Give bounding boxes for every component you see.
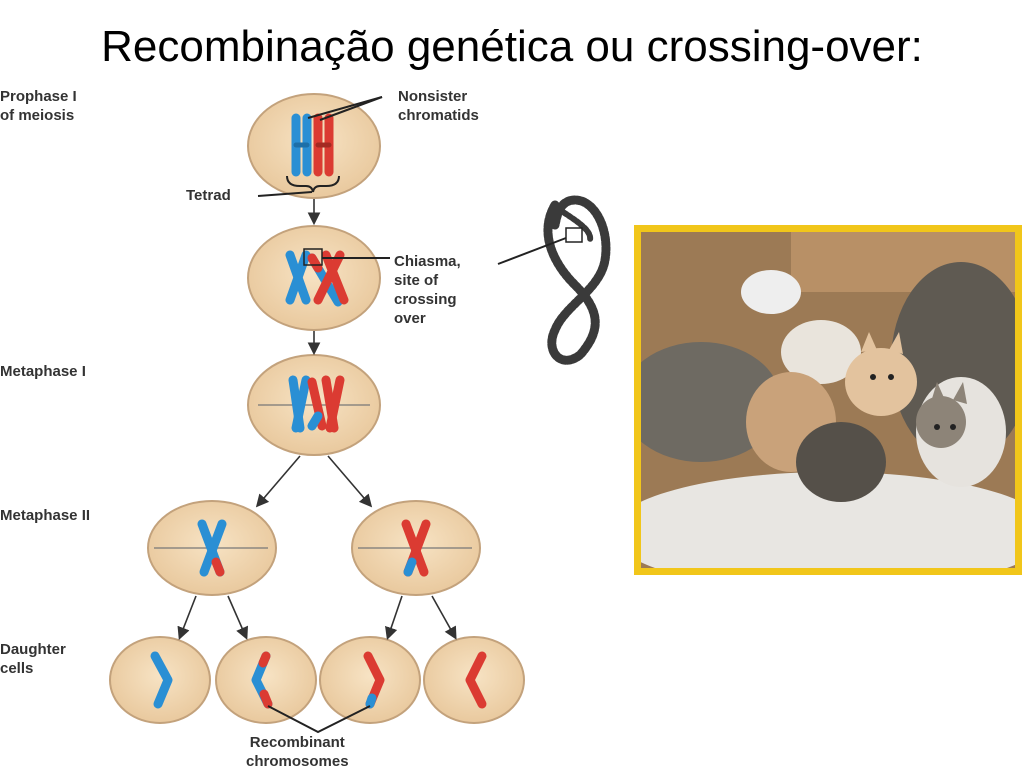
chiasma-micrograph [543, 195, 611, 365]
daughter-chromosome-2-red-top [258, 651, 271, 668]
cell-chiasma [247, 225, 381, 331]
process-arrows [177, 199, 457, 641]
label-prophase: Prophase I of meiosis [0, 88, 77, 124]
label-tetrad: Tetrad [186, 187, 231, 204]
kittens-illustration [641, 232, 1015, 568]
metaphase-1-chromosomes [288, 375, 345, 433]
tetrad-bracket [286, 175, 340, 193]
daughter-cell-2 [215, 636, 317, 724]
micrograph-pointer [497, 237, 567, 265]
kittens-photo [634, 225, 1022, 575]
label-metaphase-2: Metaphase II [0, 507, 91, 524]
label-nonsister-chromatids: Nonsister chromatids [398, 88, 479, 124]
tetrad-pointer [257, 191, 313, 197]
metaphase-2-left-chromosome [197, 519, 227, 577]
daughter-chromosome-3-blue-tip [365, 693, 377, 709]
metaphase-2-right-chromosome [401, 519, 431, 577]
label-daughter-cells: Daughter cells [0, 641, 66, 677]
daughter-cell-1 [109, 636, 211, 724]
label-metaphase-1: Metaphase I [0, 363, 86, 380]
nonsister-pointer-2 [319, 96, 383, 121]
daughter-cell-3 [319, 636, 421, 724]
nonsister-pointer-1 [307, 96, 383, 119]
recombinant-pointer [267, 705, 371, 734]
label-recombinant-chromosomes: Recombinant chromosomes [246, 734, 349, 770]
tetrad-chromosomes [291, 113, 334, 177]
micrograph-box [565, 227, 583, 243]
label-chiasma: Chiasma, site of crossing over [394, 253, 461, 327]
slide-title: Recombinação genética ou crossing-over: [101, 22, 923, 71]
daughter-chromosome-4 [465, 651, 487, 709]
daughter-chromosome-2-red-tip [259, 689, 273, 709]
daughter-chromosome-1 [150, 651, 173, 709]
